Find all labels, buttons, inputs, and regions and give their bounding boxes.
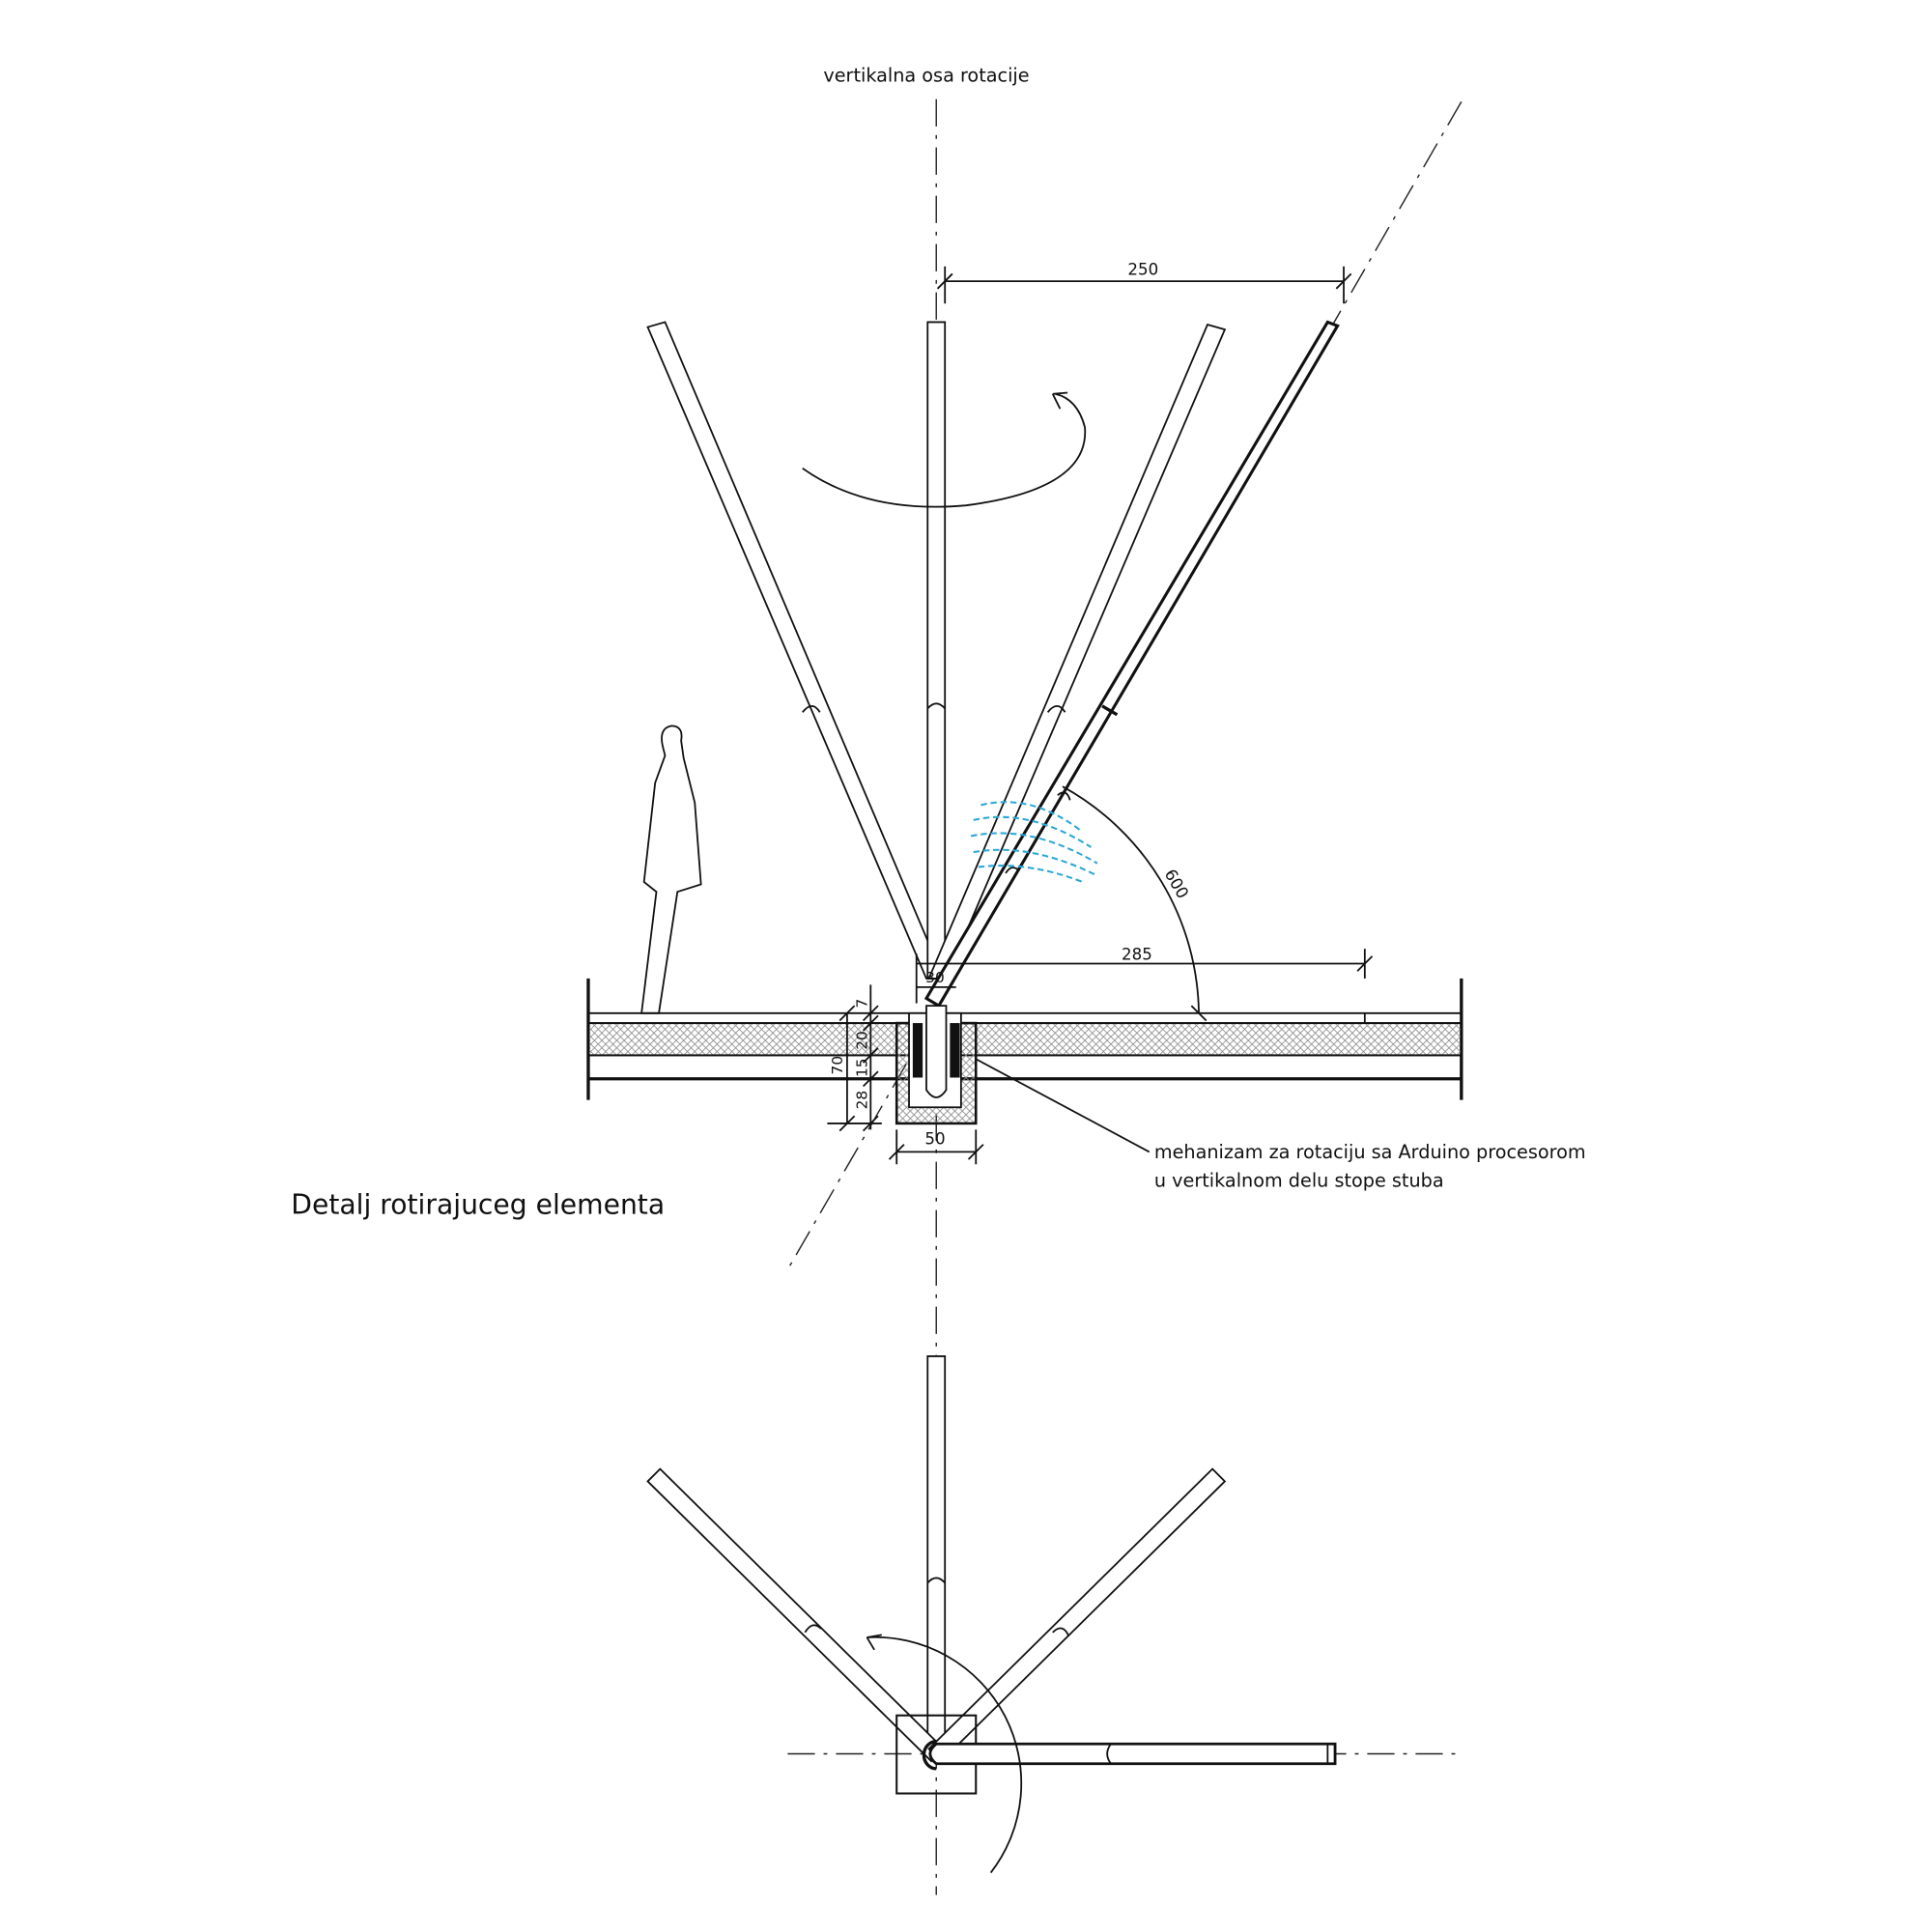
svg-text:70: 70 — [829, 1056, 846, 1075]
svg-text:250: 250 — [1127, 261, 1158, 279]
axis-label: vertikalna osa rotacije — [823, 65, 1029, 87]
svg-text:285: 285 — [1122, 946, 1152, 964]
sensor-waves — [970, 801, 1098, 883]
svg-text:20: 20 — [853, 1031, 870, 1050]
svg-text:600: 600 — [1161, 866, 1192, 901]
svg-text:15: 15 — [853, 1058, 870, 1077]
human-figure — [640, 725, 702, 1014]
pole-left — [646, 321, 946, 980]
dimension-285: 285 — [916, 946, 1374, 979]
pole-vertical — [926, 321, 947, 980]
mechanism-note-line2: u vertikalnom delu stope stuba — [1154, 1169, 1444, 1191]
dimension-250: 250 — [936, 261, 1352, 304]
pole-tilted — [923, 320, 1340, 1009]
svg-text:28: 28 — [853, 1091, 870, 1110]
dimension-50: 50 — [888, 1129, 984, 1165]
rotation-arrow — [802, 391, 1087, 508]
dimension-30: 30 — [915, 953, 956, 1004]
svg-text:50: 50 — [924, 1130, 945, 1149]
floor-section — [586, 978, 1463, 1100]
vertical-dimensions: 7 20 15 28 70 — [827, 984, 882, 1132]
mechanism-leader-line — [975, 1058, 1151, 1153]
rotation-socket — [895, 1005, 978, 1125]
dimension-600: 600 — [1062, 785, 1208, 1022]
plan-view — [646, 1355, 1456, 1874]
svg-text:7: 7 — [853, 999, 870, 1009]
svg-text:30: 30 — [925, 969, 945, 986]
plan-rotation-arrow — [867, 1635, 1023, 1874]
mechanism-note-line1: mehanizam za rotaciju sa Arduino proceso… — [1154, 1141, 1586, 1163]
drawing-title: Detalj rotirajuceg elementa — [291, 1189, 665, 1221]
